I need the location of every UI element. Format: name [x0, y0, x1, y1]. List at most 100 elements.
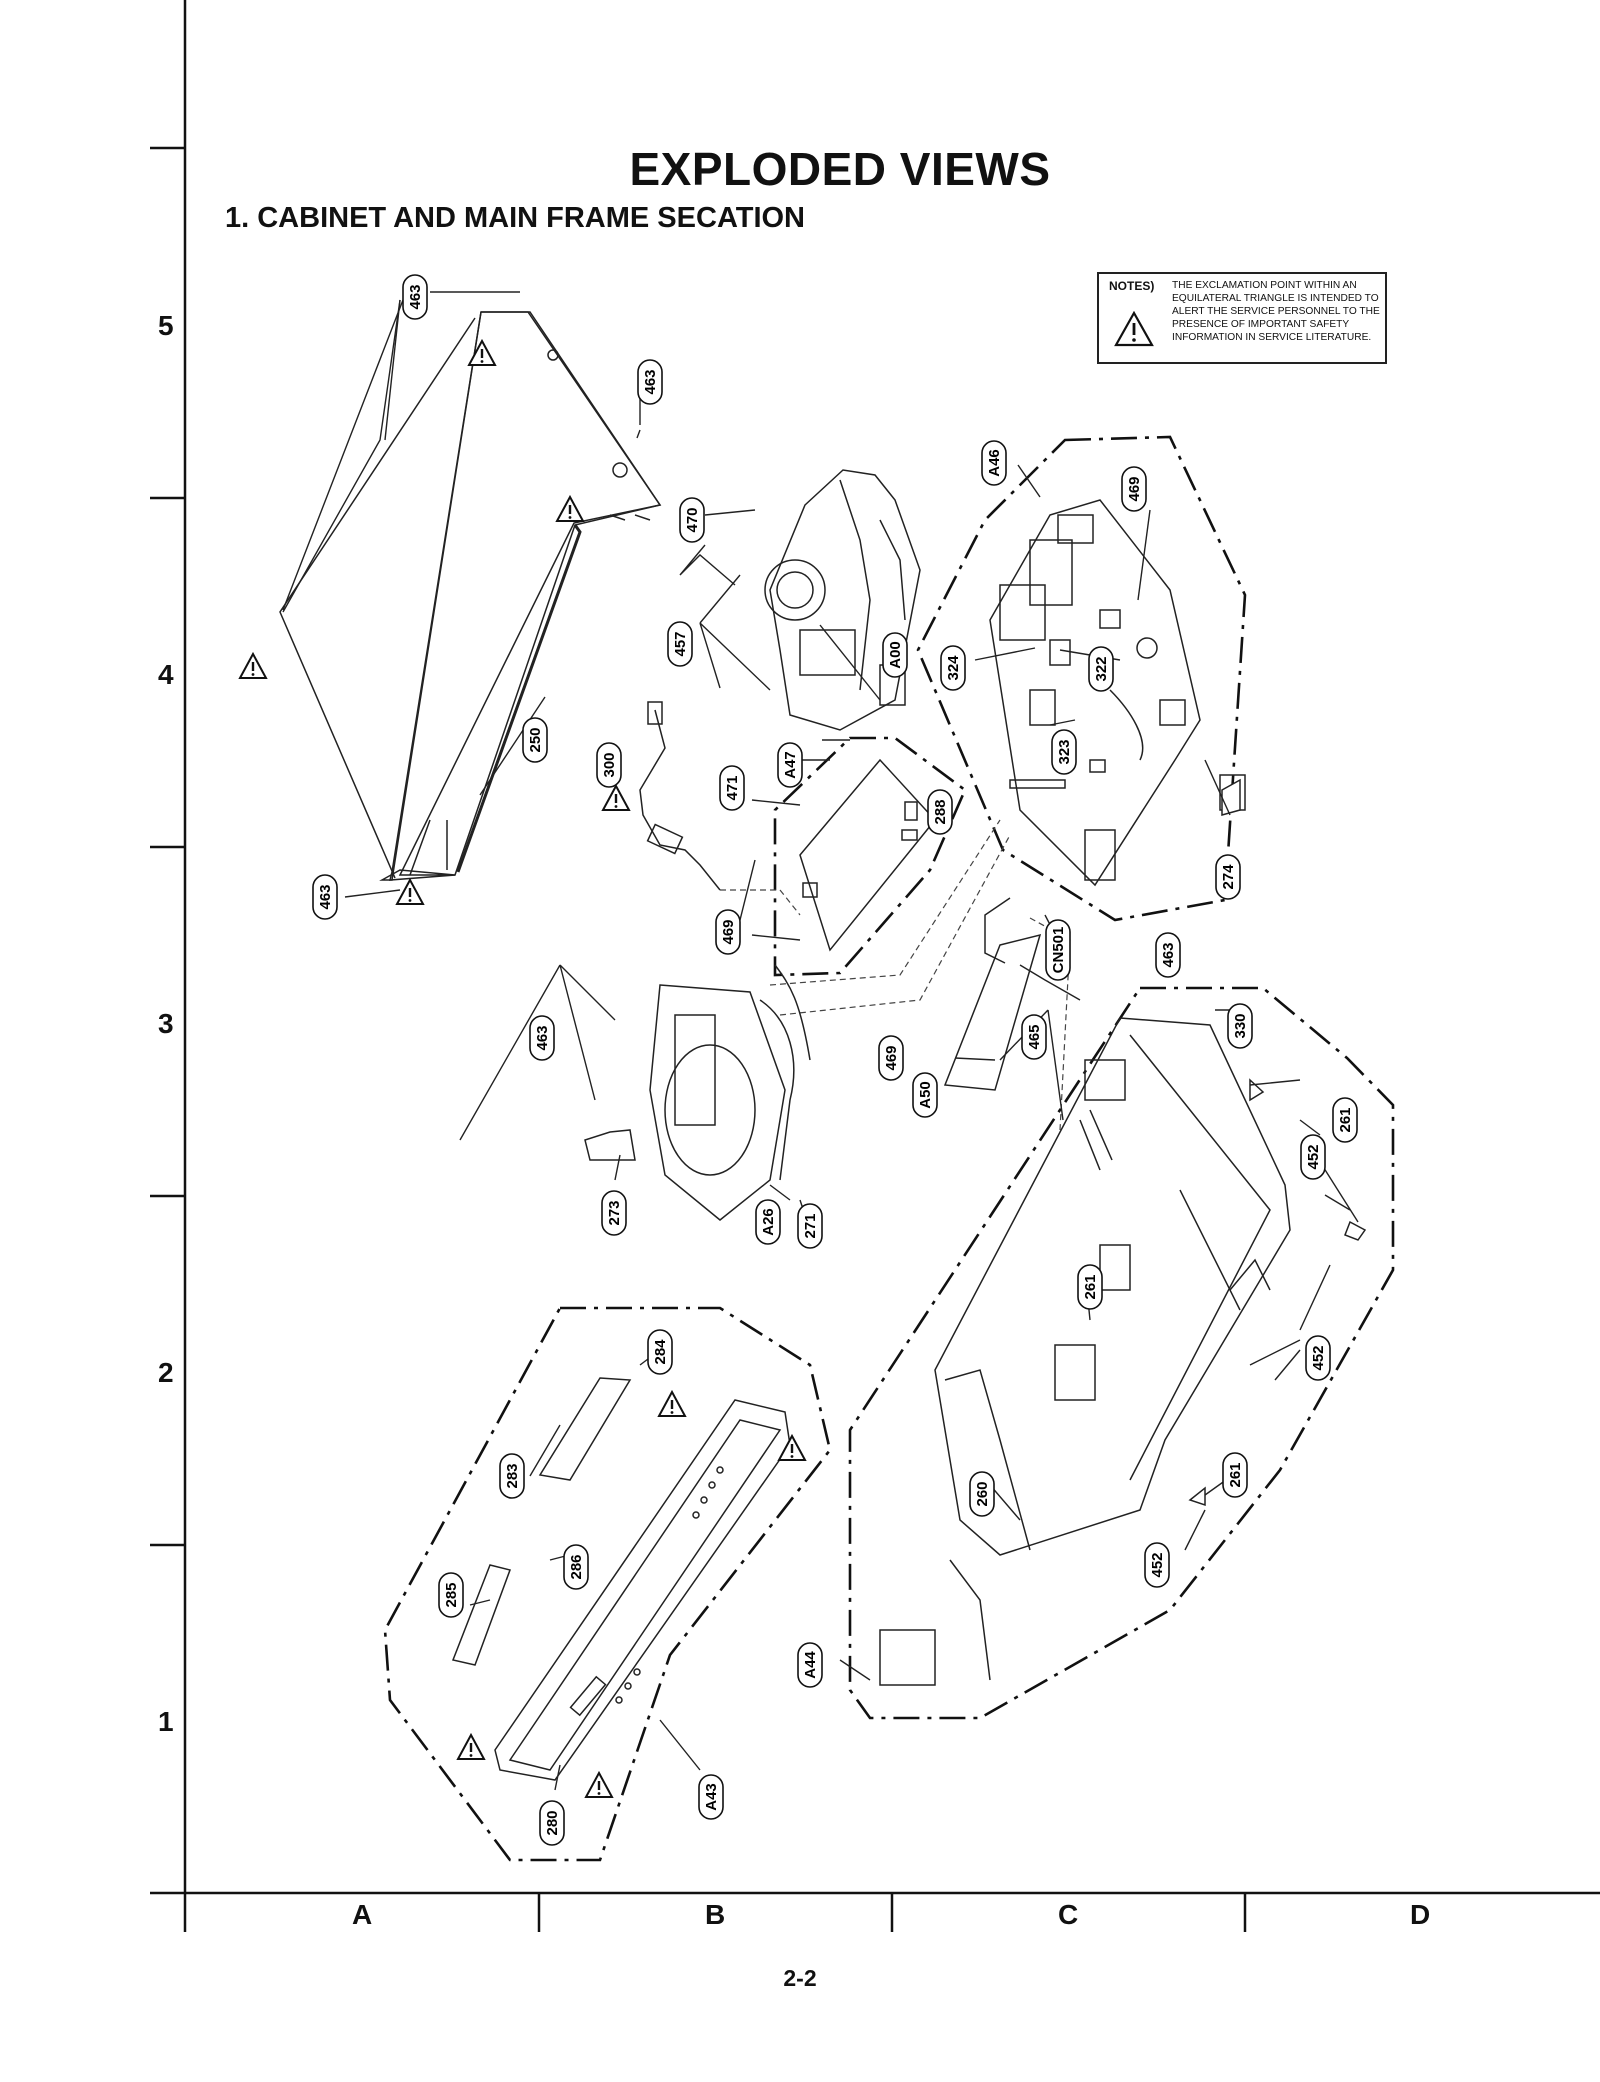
- svg-text:280: 280: [544, 1810, 561, 1835]
- callout-283: 283: [499, 1453, 525, 1499]
- callout-322: 322: [1088, 646, 1114, 692]
- grid-frame: [150, 0, 1600, 1932]
- row-label-2: 2: [158, 1357, 174, 1388]
- callout-261: 261: [1222, 1452, 1248, 1498]
- deck-mechanism-a00: [764, 469, 921, 731]
- svg-text:465: 465: [1026, 1024, 1043, 1049]
- svg-text:457: 457: [672, 631, 689, 656]
- callout-452: 452: [1305, 1335, 1331, 1381]
- callout-273: 273: [601, 1190, 627, 1236]
- page-title: EXPLODED VIEWS: [629, 143, 1051, 195]
- front-panel-a43-outline: [383, 1306, 832, 1862]
- svg-text:A50: A50: [917, 1081, 934, 1109]
- svg-text:274: 274: [1220, 864, 1237, 890]
- board-a47-outline: [773, 736, 967, 977]
- svg-text:250: 250: [527, 727, 544, 752]
- callout-261: 261: [1077, 1264, 1103, 1310]
- main-chassis-part: [879, 1017, 1291, 1686]
- callout-465: 465: [1021, 1014, 1047, 1060]
- svg-text:300: 300: [601, 752, 618, 777]
- callout-463: 463: [529, 1015, 555, 1061]
- callout-470: 470: [679, 497, 705, 543]
- row-label-4: 4: [158, 659, 174, 690]
- row-label-1: 1: [158, 1706, 174, 1737]
- svg-text:271: 271: [802, 1213, 819, 1238]
- callout-285: 285: [438, 1572, 464, 1618]
- connector-guide-lines: [720, 819, 1071, 1131]
- notes-label: NOTES): [1109, 279, 1155, 293]
- callout-288: 288: [927, 789, 953, 835]
- leader-lines: [282, 291, 1359, 1791]
- callout-463: 463: [402, 274, 428, 320]
- svg-text:A43: A43: [703, 1783, 720, 1811]
- callout-a47: A47: [777, 742, 803, 788]
- column-label-c: C: [1058, 1899, 1079, 1930]
- callout-469: 469: [878, 1035, 904, 1081]
- callout-labels: 463 463 470 457 A00 A46 469 324 322 323 …: [312, 274, 1358, 1846]
- svg-text:261: 261: [1337, 1107, 1354, 1132]
- callout-457: 457: [667, 621, 693, 667]
- callout-452: 452: [1144, 1542, 1170, 1588]
- column-label-b: B: [705, 1899, 726, 1930]
- svg-text:463: 463: [534, 1025, 551, 1050]
- svg-text:463: 463: [642, 369, 659, 394]
- column-label-d: D: [1410, 1899, 1431, 1930]
- svg-text:286: 286: [568, 1554, 585, 1579]
- svg-text:471: 471: [724, 775, 741, 800]
- callout-463: 463: [312, 874, 338, 920]
- disc-tray-a26: [584, 964, 811, 1221]
- callout-463: 463: [1155, 932, 1181, 978]
- svg-text:470: 470: [684, 507, 701, 532]
- page-number: 2-2: [783, 1965, 817, 1991]
- callout-a43: A43: [698, 1774, 724, 1820]
- board-a46-part: [989, 499, 1246, 887]
- section-title: 1. CABINET AND MAIN FRAME SECATION: [225, 202, 805, 234]
- safety-notes-box: NOTES) THE EXCLAMATION POINT WITHIN AN E…: [1097, 272, 1387, 364]
- warning-triangle-icon: [238, 339, 807, 1799]
- svg-text:284: 284: [652, 1339, 669, 1365]
- callout-a46: A46: [981, 440, 1007, 486]
- svg-text:452: 452: [1310, 1345, 1327, 1370]
- callout-a00: A00: [882, 632, 908, 678]
- row-label-3: 3: [158, 1008, 174, 1039]
- svg-text:288: 288: [932, 799, 949, 824]
- svg-text:452: 452: [1149, 1552, 1166, 1577]
- callout-471: 471: [719, 765, 745, 811]
- callout-a50: A50: [912, 1072, 938, 1118]
- svg-text:260: 260: [974, 1481, 991, 1506]
- svg-text:283: 283: [504, 1463, 521, 1488]
- notes-text: THE EXCLAMATION POINT WITHIN AN EQUILATE…: [1172, 280, 1380, 343]
- svg-text:261: 261: [1082, 1274, 1099, 1299]
- svg-text:CN501: CN501: [1050, 927, 1067, 974]
- callout-250: 250: [522, 717, 548, 763]
- svg-text:324: 324: [945, 655, 962, 681]
- callout-260: 260: [969, 1471, 995, 1517]
- callout-261: 261: [1332, 1097, 1358, 1143]
- row-label-5: 5: [158, 310, 174, 341]
- svg-text:322: 322: [1093, 656, 1110, 681]
- callout-284: 284: [647, 1329, 673, 1375]
- board-a50-part: [943, 897, 1042, 1091]
- callout-a26: A26: [755, 1199, 781, 1245]
- svg-text:261: 261: [1227, 1462, 1244, 1487]
- svg-text:463: 463: [317, 884, 334, 909]
- svg-text:469: 469: [1126, 476, 1143, 501]
- callout-a44: A44: [797, 1642, 823, 1688]
- callout-469: 469: [715, 909, 741, 955]
- main-chassis-a44-outline: [848, 986, 1395, 1720]
- svg-text:463: 463: [407, 284, 424, 309]
- column-label-a: A: [352, 1899, 373, 1930]
- board-a46-outline: [916, 435, 1247, 922]
- callout-323: 323: [1051, 729, 1077, 775]
- callout-286: 286: [563, 1544, 589, 1590]
- svg-text:469: 469: [883, 1045, 900, 1070]
- svg-text:285: 285: [443, 1582, 460, 1607]
- top-cover-part: [279, 311, 662, 881]
- svg-text:A26: A26: [760, 1208, 777, 1236]
- callout-330: 330: [1227, 1003, 1253, 1049]
- front-panel-part: [451, 1377, 791, 1781]
- svg-text:463: 463: [1160, 942, 1177, 967]
- callout-274: 274: [1215, 854, 1241, 900]
- callout-300: 300: [596, 742, 622, 788]
